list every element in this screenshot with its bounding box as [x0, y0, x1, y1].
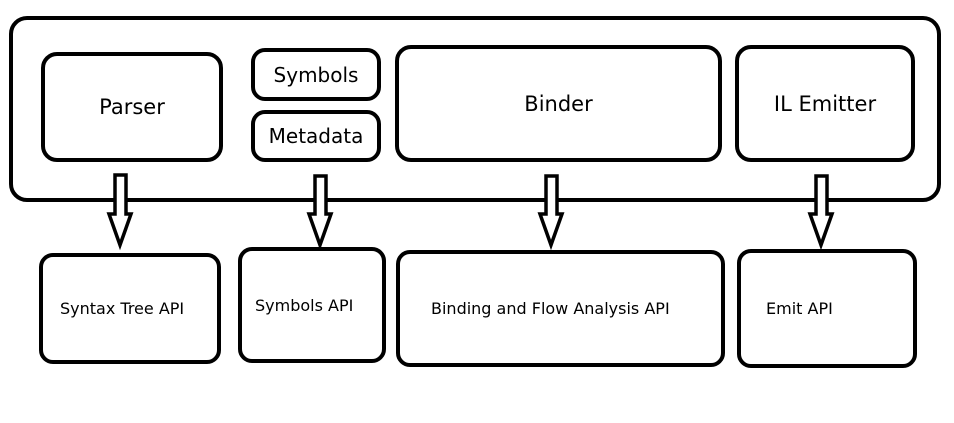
binder-box: Binder	[395, 45, 722, 162]
parser-label: Parser	[99, 95, 165, 119]
symbols-label: Symbols	[273, 62, 359, 87]
emit-api-label: Emit API	[766, 299, 833, 318]
symbols-api-box: Symbols API	[238, 247, 386, 363]
metadata-label: Metadata	[268, 124, 364, 148]
binding-flow-api-box: Binding and Flow Analysis API	[396, 250, 725, 367]
syntax-tree-api-label: Syntax Tree API	[60, 299, 185, 318]
metadata-box: Metadata	[251, 110, 381, 162]
binding-flow-api-label: Binding and Flow Analysis API	[431, 299, 670, 318]
parser-box: Parser	[41, 52, 223, 162]
il-emitter-box: IL Emitter	[735, 45, 915, 162]
syntax-tree-api-box: Syntax Tree API	[39, 253, 221, 364]
symbols-api-label: Symbols API	[255, 295, 354, 315]
symbols-box: Symbols	[251, 48, 381, 101]
binder-label: Binder	[524, 91, 593, 116]
il-emitter-label: IL Emitter	[773, 91, 877, 116]
emit-api-box: Emit API	[737, 249, 917, 368]
